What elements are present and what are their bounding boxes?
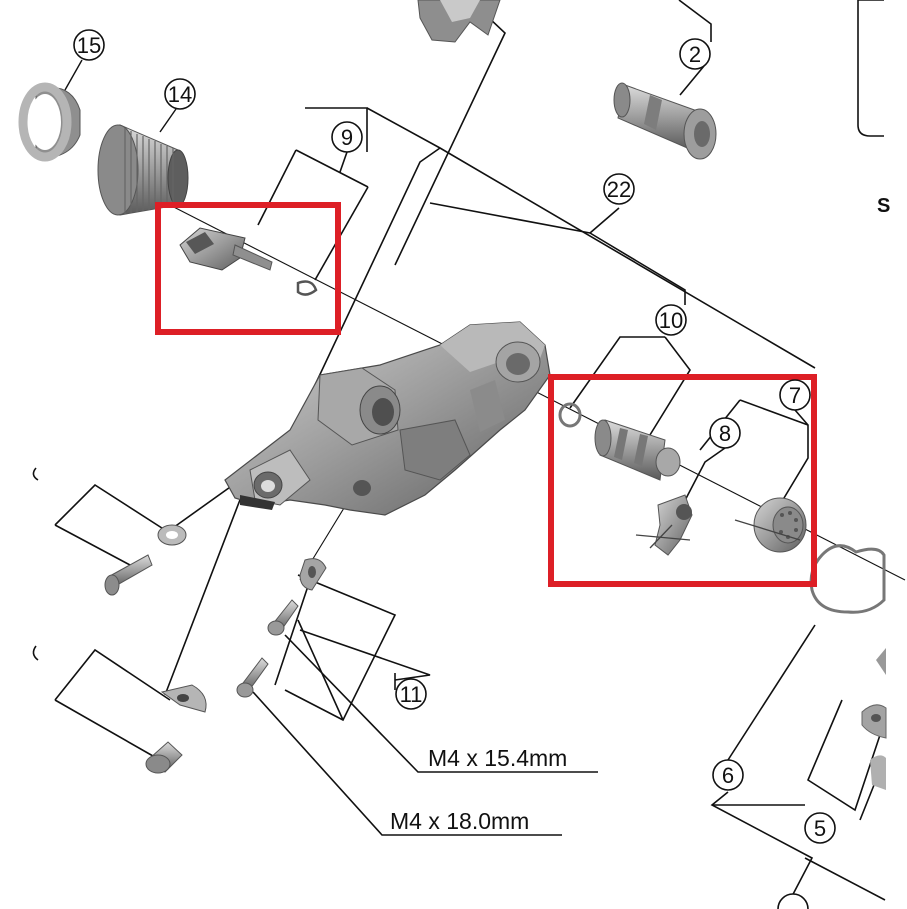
callout-5: 5 bbox=[804, 812, 836, 844]
seal-gasket-part bbox=[809, 544, 886, 614]
part-11-screws bbox=[236, 558, 327, 698]
leader-lines bbox=[32, 0, 906, 901]
side-panel-frame bbox=[857, 0, 884, 137]
top-bracket-part bbox=[417, 0, 501, 43]
svg-text:8: 8 bbox=[719, 421, 731, 446]
callout-7: 7 bbox=[779, 379, 811, 411]
svg-text:14: 14 bbox=[168, 82, 192, 107]
left-screw-bottom bbox=[145, 684, 207, 774]
svg-text:15: 15 bbox=[77, 33, 101, 58]
svg-text:6: 6 bbox=[722, 763, 734, 788]
highlight-box-part-9 bbox=[155, 202, 341, 335]
callout-2: 2 bbox=[679, 38, 711, 70]
main-body-casting bbox=[224, 321, 551, 516]
callout-8: 8 bbox=[709, 417, 741, 449]
dimension-label-short-screw: M4 x 15.4mm bbox=[428, 745, 567, 771]
svg-text:11: 11 bbox=[400, 682, 423, 707]
highlight-box-parts-7-8-10 bbox=[548, 374, 817, 587]
svg-text:22: 22 bbox=[607, 177, 631, 202]
callouts: 15 14 9 2 22 10 7 8 bbox=[64, 29, 836, 909]
part-7-round-cap bbox=[734, 497, 807, 553]
edge-cutoff-text: S bbox=[877, 195, 890, 217]
callout-15: 15 bbox=[73, 29, 105, 61]
part-9-lever-assembly bbox=[179, 227, 318, 296]
callout-9: 9 bbox=[331, 121, 363, 153]
part-8-small-bracket bbox=[635, 494, 693, 556]
part-15-ring bbox=[18, 82, 81, 162]
svg-text:2: 2 bbox=[689, 42, 701, 67]
part-14-threaded-sleeve bbox=[97, 124, 189, 216]
callout-22: 22 bbox=[603, 173, 635, 205]
svg-text:9: 9 bbox=[341, 125, 353, 150]
svg-text:7: 7 bbox=[789, 383, 801, 408]
callout-10: 10 bbox=[655, 304, 687, 336]
callout-6: 6 bbox=[712, 759, 744, 791]
highlight-boxes bbox=[155, 202, 817, 587]
callout-11: 11 bbox=[395, 678, 427, 710]
dimension-label-long-screw: M4 x 18.0mm bbox=[390, 808, 529, 834]
lower-right-part bbox=[861, 648, 887, 790]
part-2-stepped-pin bbox=[613, 82, 717, 160]
callout-cut-off bbox=[777, 893, 809, 909]
callout-14: 14 bbox=[164, 78, 196, 110]
svg-text:5: 5 bbox=[814, 816, 826, 841]
part-10-pin-and-oring bbox=[558, 402, 681, 481]
left-screw-top bbox=[104, 524, 187, 596]
svg-text:10: 10 bbox=[659, 308, 683, 333]
